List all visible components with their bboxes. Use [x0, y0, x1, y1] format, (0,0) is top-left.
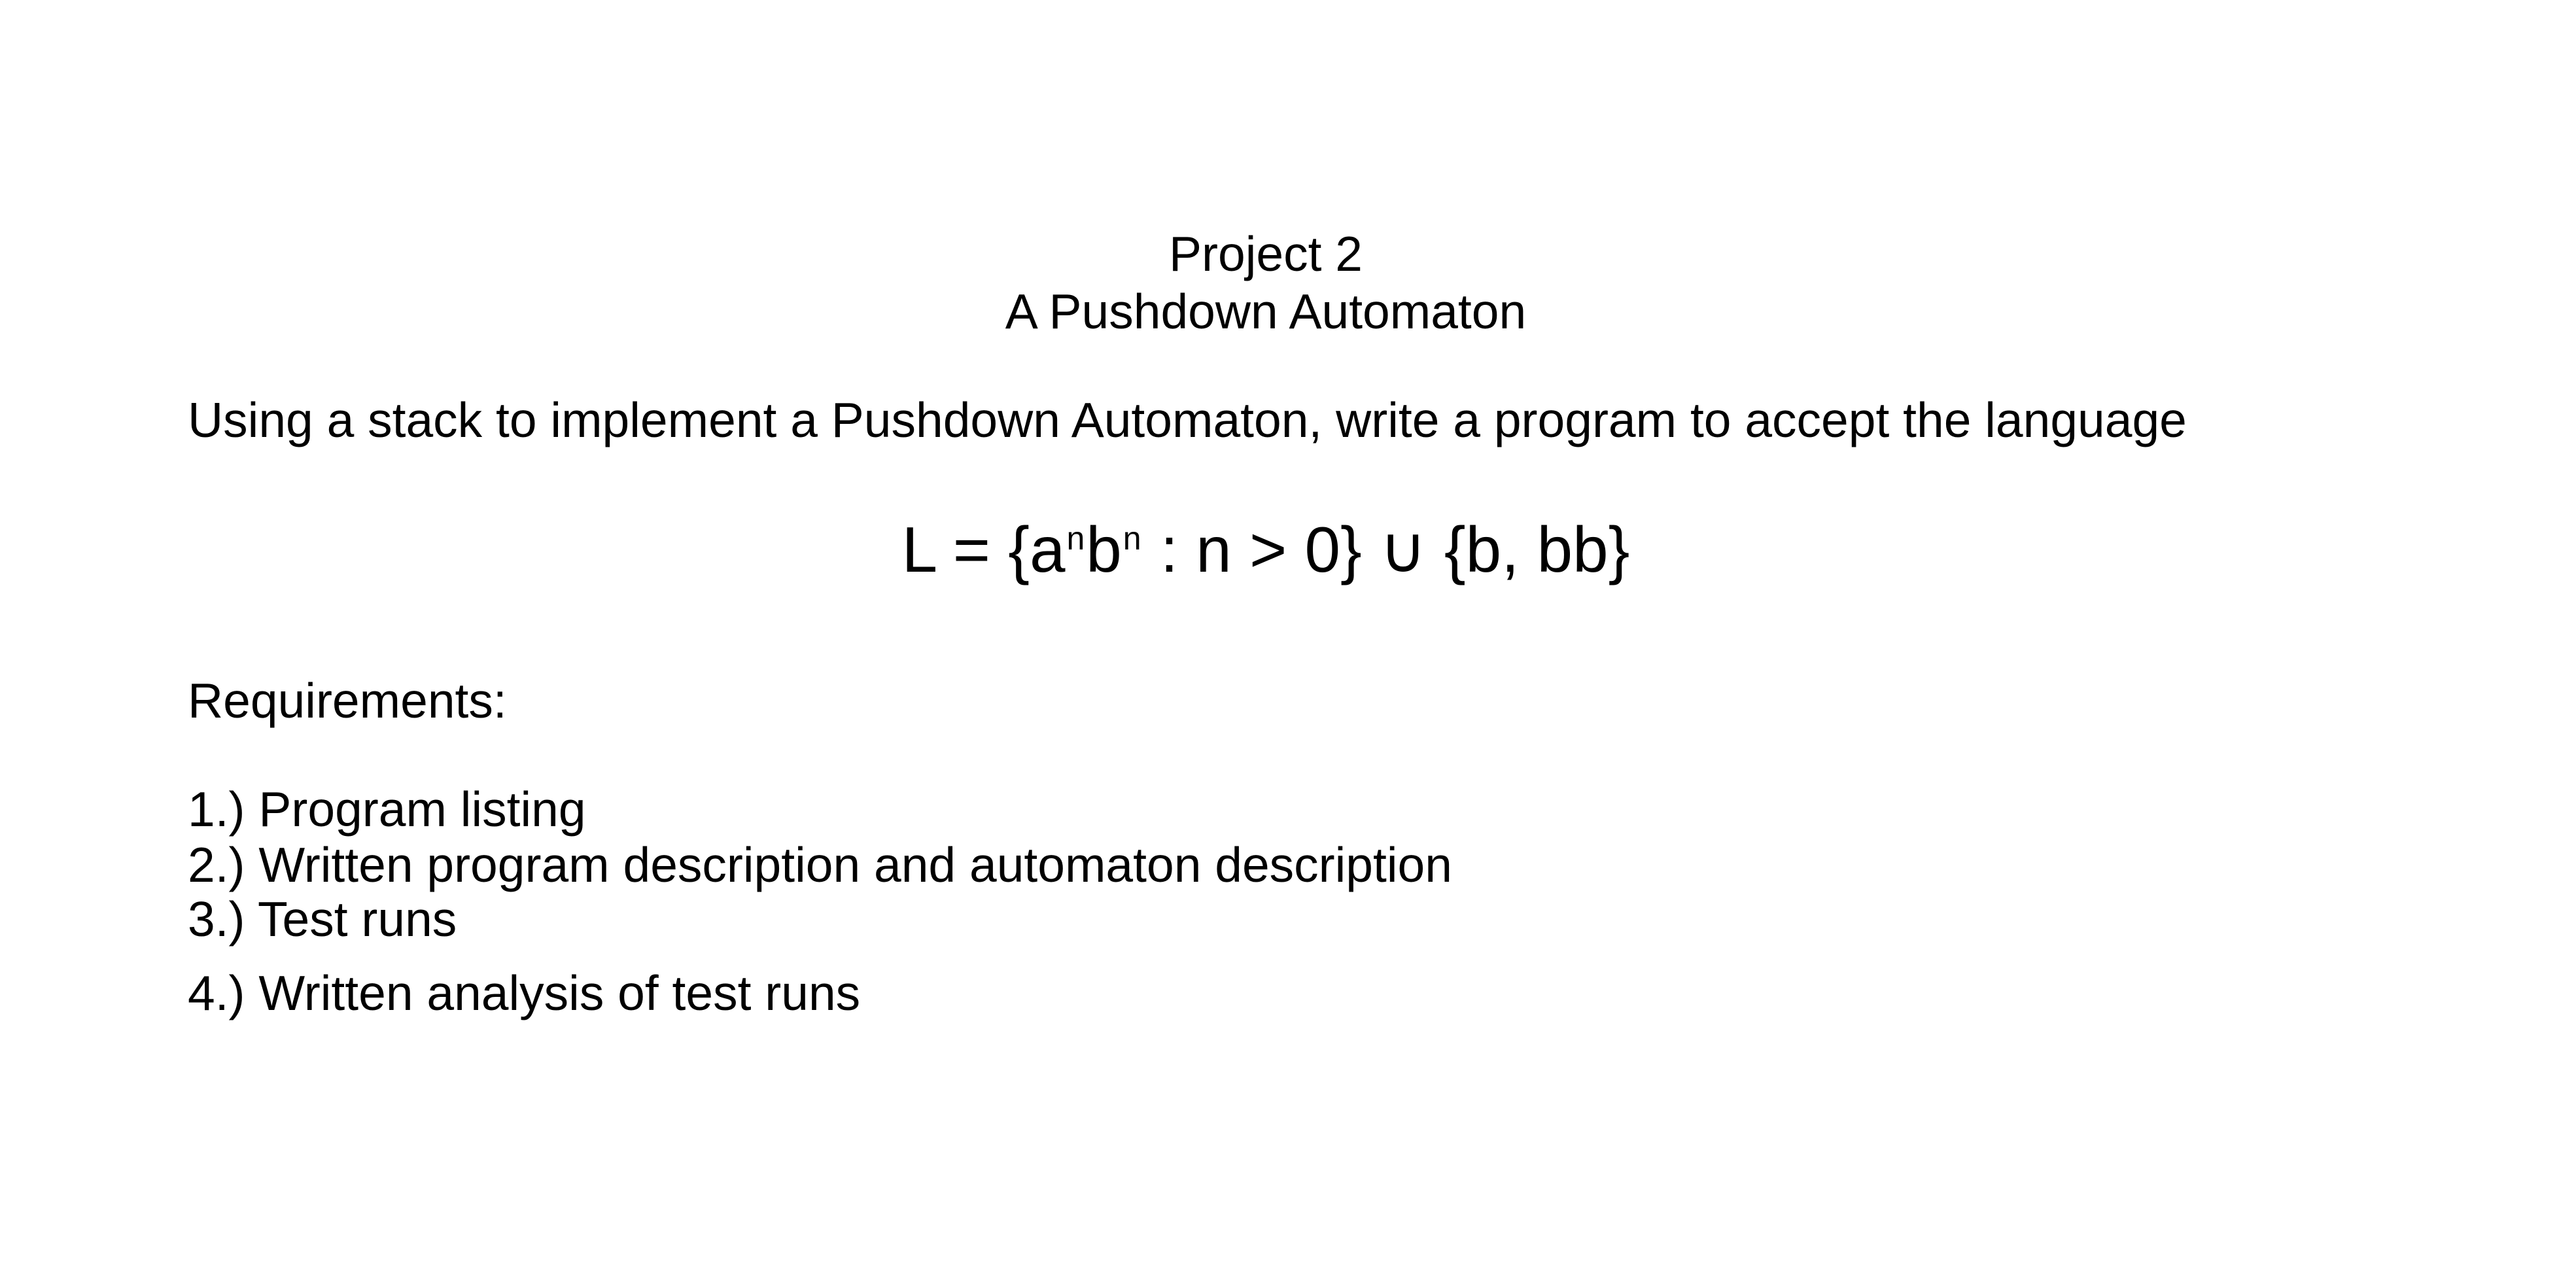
- formula-middle: b: [1086, 513, 1122, 585]
- requirements-heading: Requirements:: [188, 673, 507, 728]
- document-subtitle: A Pushdown Automaton: [1005, 284, 1527, 339]
- requirement-item: 2.) Written program description and auto…: [188, 837, 1452, 892]
- requirement-item: 1.) Program listing: [188, 782, 586, 837]
- requirement-item: 3.) Test runs: [188, 892, 457, 947]
- formula-prefix: L = {a: [901, 513, 1066, 585]
- document-title: Project 2: [1169, 226, 1363, 281]
- requirement-item: 4.) Written analysis of test runs: [188, 965, 861, 1020]
- formula-superscript-b: n: [1123, 520, 1141, 557]
- intro-text: Using a stack to implement a Pushdown Au…: [188, 392, 2187, 447]
- language-formula: L = {anbn : n > 0} ∪ {b, bb}: [0, 517, 2532, 582]
- formula-suffix: : n > 0} ∪ {b, bb}: [1142, 513, 1630, 585]
- formula-superscript-a: n: [1066, 520, 1085, 557]
